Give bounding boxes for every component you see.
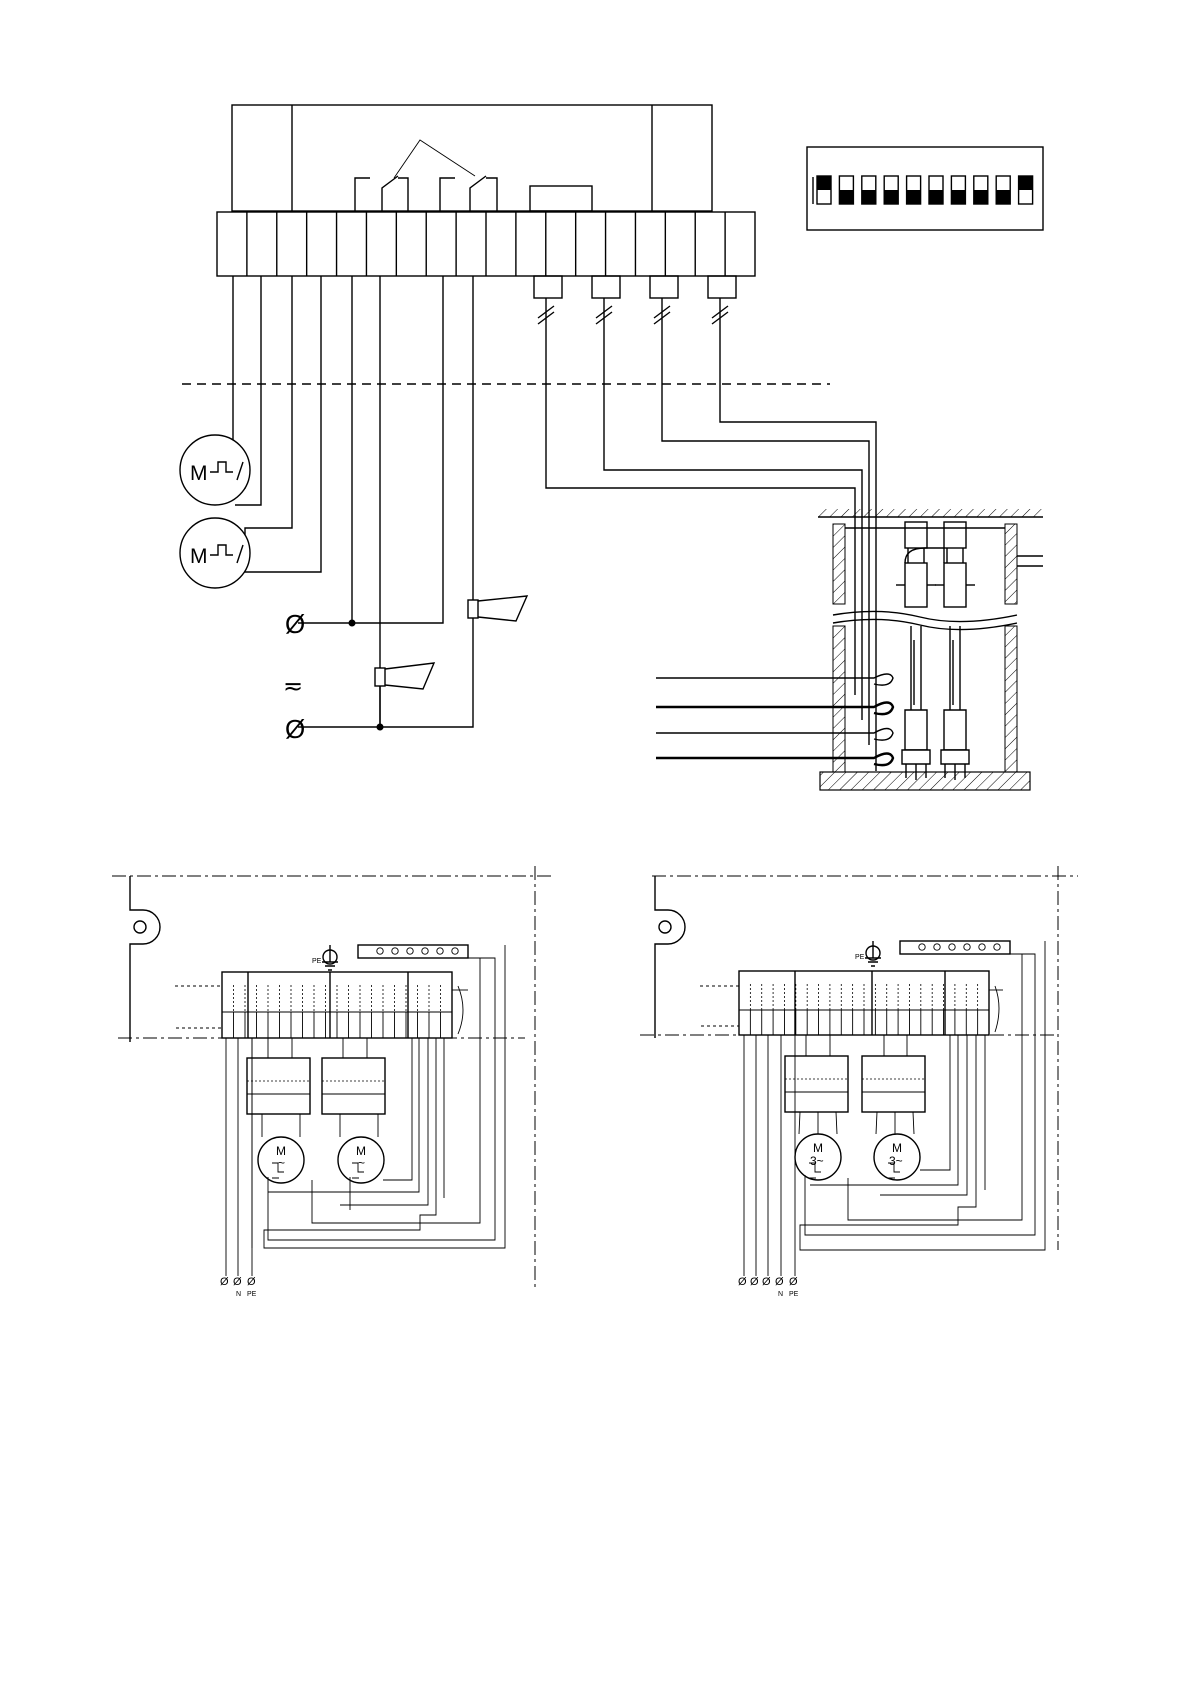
dip-switch — [807, 147, 1043, 230]
left-supply-label-pe: PE — [247, 1291, 257, 1298]
right-supply-label-n: N — [778, 1291, 783, 1298]
dip-switch-cell — [862, 176, 876, 204]
right-motor-2-label: M — [892, 1141, 902, 1155]
motor-wires — [233, 276, 321, 572]
dip-switch-cell — [996, 176, 1010, 204]
left-panel: PE M ~ M ~ Ø Ø Ø N PE — [112, 866, 555, 1298]
float-switch-1 — [656, 674, 893, 685]
screw-icon — [392, 948, 398, 954]
ac-symbol: ≂ — [283, 673, 303, 700]
left-pe-label: PE — [312, 958, 322, 965]
screw-icon — [934, 944, 940, 950]
float-switch-4 — [656, 754, 893, 766]
connector-1 — [534, 276, 562, 298]
right-supply-terminal-4: Ø — [775, 1276, 784, 1288]
screw-icon — [422, 948, 428, 954]
screw-icon — [452, 948, 458, 954]
right-motor-2-type: 3~ — [889, 1154, 903, 1168]
motor-2: M — [180, 518, 250, 588]
screw-icon — [994, 944, 1000, 950]
junction-dot-1 — [349, 620, 356, 627]
relay-contact-2 — [440, 176, 497, 211]
left-supply-terminal-1: Ø — [220, 1276, 229, 1288]
left-supply-label-n: N — [236, 1291, 241, 1298]
screw-icon — [377, 948, 383, 954]
connector-4 — [708, 276, 736, 298]
screw-icon — [919, 944, 925, 950]
control-unit — [232, 105, 712, 211]
horn-1-icon — [468, 596, 527, 621]
control-housing — [232, 105, 712, 211]
float-switch-2 — [656, 703, 893, 715]
right-motor-1-label: M — [813, 1141, 823, 1155]
dip-switch-cell — [974, 176, 988, 204]
right-supply-terminal-1: Ø — [738, 1276, 747, 1288]
dip-switch-cell — [907, 176, 921, 204]
right-pe-label: PE — [855, 954, 865, 961]
dip-switch-cell — [884, 176, 898, 204]
left-motor-1-type: ~ — [278, 1156, 285, 1170]
terminal-strip — [217, 212, 755, 276]
right-supply-terminal-5: Ø — [789, 1276, 798, 1288]
phase-symbol-1: Ø — [285, 609, 305, 639]
screw-icon — [407, 948, 413, 954]
right-supply-terminal-3: Ø — [762, 1276, 771, 1288]
motor-1: M — [180, 435, 250, 505]
pump-2 — [935, 522, 975, 780]
motor-2-label: M — [190, 545, 208, 568]
motor-1-label: M — [190, 462, 208, 485]
connector-2 — [592, 276, 620, 298]
dip-switch-cell — [951, 176, 965, 204]
pump-1 — [896, 522, 936, 780]
sensor-connectors — [534, 276, 876, 771]
connector-3 — [650, 276, 678, 298]
screw-icon — [964, 944, 970, 950]
dip-switch-cell — [817, 176, 831, 204]
junction-dot-2 — [377, 724, 384, 731]
right-supply-label-pe: PE — [789, 1291, 799, 1298]
dip-switch-cell — [929, 176, 943, 204]
float-switch-3 — [656, 729, 893, 741]
right-motor-1-type: 3~ — [810, 1154, 824, 1168]
screw-icon — [437, 948, 443, 954]
module-box — [530, 186, 592, 211]
right-supply-terminal-2: Ø — [750, 1276, 759, 1288]
right-panel: PE M 3~ M 3~ Ø Ø Ø Ø Ø N PE — [640, 866, 1078, 1298]
horn-2-icon — [375, 663, 434, 689]
left-supply-terminal-3: Ø — [247, 1276, 256, 1288]
pump-sump — [656, 509, 1043, 790]
phase-symbol-2: Ø — [285, 714, 305, 744]
dip-switch-cell — [839, 176, 853, 204]
relay-contact-1 — [355, 176, 408, 211]
screw-icon — [979, 944, 985, 950]
screw-icon — [949, 944, 955, 950]
relay-link — [394, 140, 475, 178]
left-supply-terminal-2: Ø — [233, 1276, 242, 1288]
supply-wiring — [298, 276, 473, 731]
dip-switch-cell — [1019, 176, 1033, 204]
left-motor-2-type: ~ — [358, 1156, 365, 1170]
